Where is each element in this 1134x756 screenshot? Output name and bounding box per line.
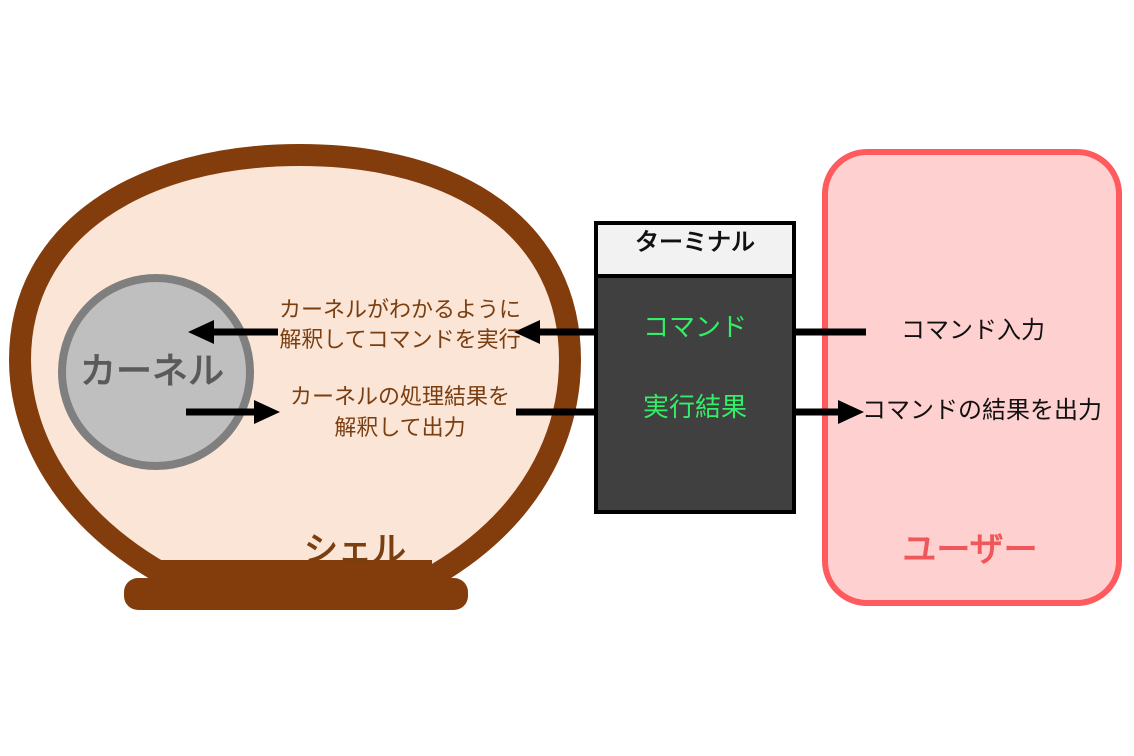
user-input-text: コマンド入力 xyxy=(901,316,1045,344)
arrow-from-kernel xyxy=(186,400,280,424)
arrow-to-kernel xyxy=(188,320,278,344)
terminal-result-text: 実行結果 xyxy=(642,393,747,423)
shell-from-kernel-text-line2: 解釈して出力 xyxy=(334,416,466,441)
kernel-label: カーネル xyxy=(79,351,224,392)
terminal-command-text: コマンド xyxy=(642,313,747,343)
arrow-terminal-to-user xyxy=(794,400,864,424)
shell-shape xyxy=(9,144,581,586)
kernel-circle xyxy=(58,274,254,470)
terminal-header xyxy=(594,221,796,278)
user-output-text: コマンドの結果を出力 xyxy=(862,396,1102,424)
shell-from-kernel-text-line1: カーネルの処理結果を xyxy=(289,385,510,410)
user-panel xyxy=(822,149,1122,606)
shell-to-kernel-text-line1: カーネルがわかるように xyxy=(278,298,521,323)
arrow-terminal-to-shell xyxy=(514,320,596,344)
terminal-title: ターミナル xyxy=(635,228,755,256)
shell-label: シェル xyxy=(304,530,406,570)
user-label: ユーザー xyxy=(902,530,1038,570)
shell-to-kernel-text-line2: 解釈してコマンドを実行 xyxy=(279,328,521,353)
